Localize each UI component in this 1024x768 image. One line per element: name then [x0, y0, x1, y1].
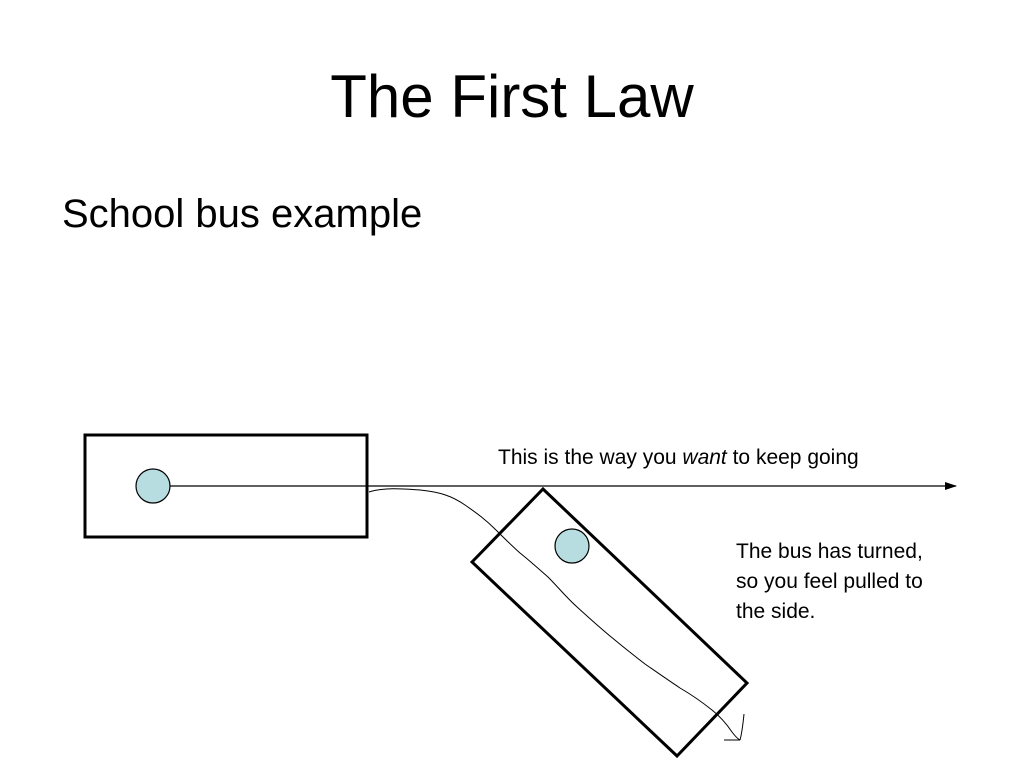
- direction-note-emphasis: want: [682, 446, 727, 469]
- bus-path-curve: [368, 488, 745, 741]
- direction-note-after: to keep going: [726, 446, 859, 469]
- turn-note-line: the side.: [736, 600, 816, 623]
- passenger-straight: [135, 468, 171, 504]
- direction-note: This is the way you want to keep going: [498, 443, 859, 473]
- passenger-turned: [554, 528, 590, 564]
- turn-note-line: so you feel pulled to: [736, 570, 923, 593]
- turn-note: The bus has turned, so you feel pulled t…: [736, 537, 976, 627]
- bus-turned: [469, 486, 750, 759]
- direction-note-before: This is the way you: [498, 446, 683, 469]
- turn-note-line: The bus has turned,: [736, 540, 923, 563]
- slide-subtitle: School bus example: [62, 192, 423, 236]
- slide-title: The First Law: [330, 63, 694, 130]
